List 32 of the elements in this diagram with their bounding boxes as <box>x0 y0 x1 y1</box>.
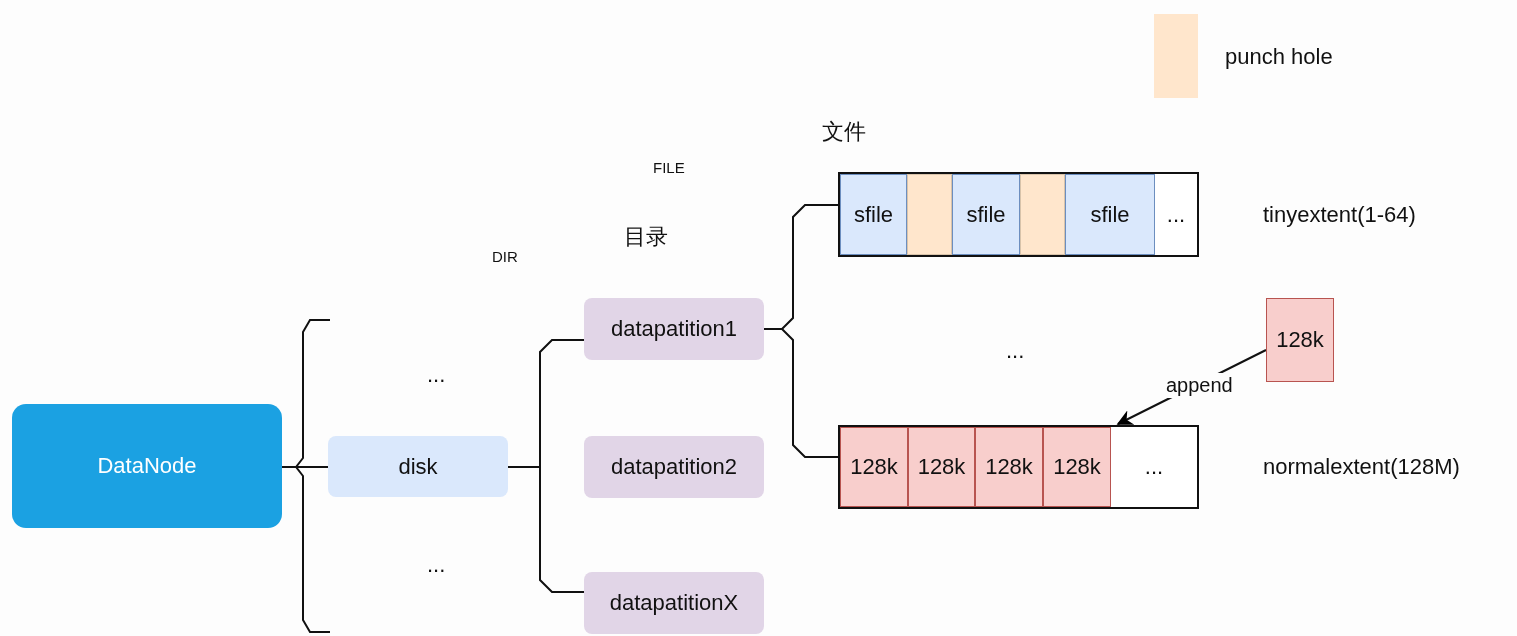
data-block: 128k <box>908 427 975 507</box>
bracket-line <box>281 466 331 633</box>
punch-hole-block <box>1020 174 1065 255</box>
sfile-block: sfile <box>952 174 1020 255</box>
process-box: datapatition2 <box>584 436 764 498</box>
ellipsis-text: ... <box>1006 338 1025 364</box>
heading-label: DIR <box>492 248 518 265</box>
heading-label: 目录 <box>624 223 668 251</box>
sfile-block: sfile <box>840 174 907 255</box>
data-block: 128k <box>975 427 1043 507</box>
extent-bar <box>838 425 1199 509</box>
process-box: datapatitionX <box>584 572 764 634</box>
heading-label: FILE <box>653 159 685 176</box>
ellipsis-text: ... <box>427 552 446 578</box>
sfile-block: sfile <box>1065 174 1155 255</box>
legend-label: punch hole <box>1225 44 1333 70</box>
edge-label: append <box>1164 373 1235 398</box>
extent-label: normalextent(128M) <box>1263 454 1460 480</box>
data-block: 128k <box>1266 298 1334 382</box>
process-box: DataNode <box>12 404 282 528</box>
extent-bar <box>838 172 1199 257</box>
data-block: 128k <box>840 427 908 507</box>
ellipsis-cell: ... <box>1166 201 1186 228</box>
process-box: disk <box>328 436 508 497</box>
ellipsis-text: ... <box>427 362 446 388</box>
heading-label: 文件 <box>822 118 866 146</box>
bracket-line <box>763 328 839 458</box>
punch-hole-block <box>907 174 952 255</box>
process-box: datapatition1 <box>584 298 764 360</box>
data-block: 128k <box>1043 427 1111 507</box>
ellipsis-cell: ... <box>1144 454 1164 480</box>
extent-label: tinyextent(1-64) <box>1263 201 1416 228</box>
